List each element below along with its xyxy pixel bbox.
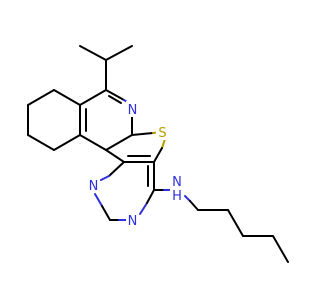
bond bbox=[146, 189, 155, 204]
bond bbox=[105, 89, 125, 101]
bond bbox=[139, 202, 148, 215]
bond bbox=[100, 175, 110, 181]
molecule-diagram: N S N N N H bbox=[27, 45, 289, 263]
bond bbox=[105, 149, 125, 163]
atom-label-n-pyridine: N bbox=[126, 101, 139, 118]
bond bbox=[94, 193, 103, 207]
svg-text:N: N bbox=[128, 103, 138, 118]
bond bbox=[105, 134, 133, 151]
bond bbox=[131, 132, 154, 136]
svg-text:N: N bbox=[128, 214, 138, 229]
bond bbox=[184, 195, 191, 202]
bond bbox=[105, 45, 133, 61]
bonds bbox=[27, 45, 289, 263]
bond bbox=[79, 134, 107, 151]
bond bbox=[108, 161, 125, 177]
svg-text:N: N bbox=[89, 179, 99, 194]
amine-n-label: N bbox=[172, 175, 182, 190]
bond bbox=[153, 147, 163, 163]
bond bbox=[27, 134, 55, 151]
amine-h-label: H bbox=[172, 189, 182, 204]
bond bbox=[27, 89, 55, 106]
bond bbox=[79, 89, 107, 106]
atom-label-amine: N H bbox=[170, 173, 184, 204]
atom-label-n-pyrimidine-top: N bbox=[87, 177, 100, 194]
atom-label-n-pyrimidine-bottom: N bbox=[126, 212, 139, 229]
bond bbox=[101, 205, 111, 221]
bond bbox=[53, 134, 81, 151]
bond bbox=[189, 200, 199, 211]
svg-text:S: S bbox=[158, 126, 166, 141]
bond bbox=[272, 235, 289, 263]
atom-label-sulfur: S bbox=[156, 124, 169, 141]
bond bbox=[79, 45, 107, 61]
bond bbox=[53, 89, 81, 106]
bond bbox=[227, 209, 244, 237]
bond bbox=[108, 95, 122, 104]
